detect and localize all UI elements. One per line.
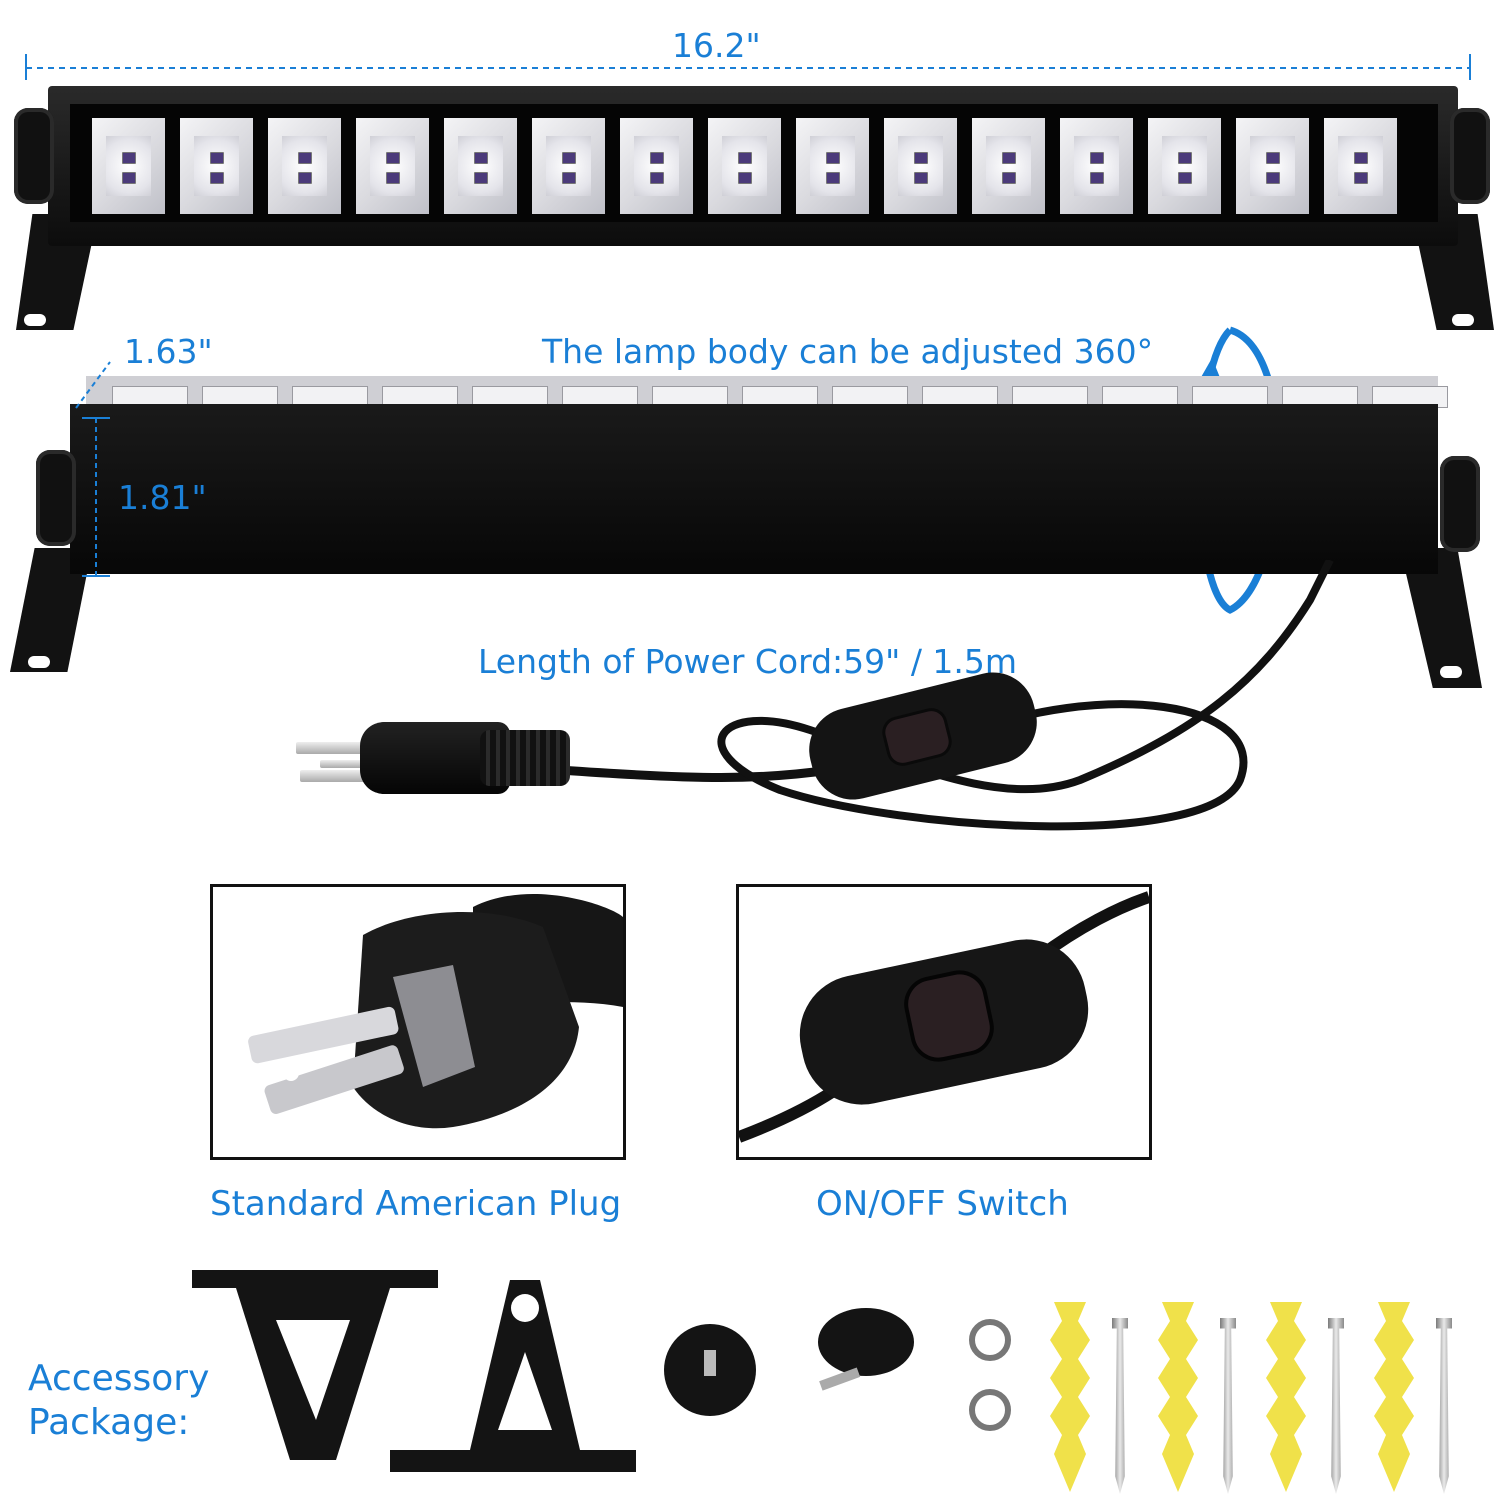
depth-height-dimension-lines bbox=[75, 361, 111, 577]
screw bbox=[1112, 1318, 1128, 1494]
power-cord bbox=[559, 560, 1334, 831]
led-module bbox=[1324, 118, 1397, 214]
led-chip bbox=[1266, 172, 1280, 184]
screw bbox=[1220, 1318, 1236, 1494]
plug-closeup-drawing bbox=[248, 894, 623, 1129]
led-chip bbox=[122, 172, 136, 184]
led-chip bbox=[650, 172, 664, 184]
wall-anchor bbox=[1266, 1302, 1306, 1492]
plug-prong-bottom bbox=[300, 770, 368, 782]
led-chip bbox=[562, 172, 576, 184]
led-chip bbox=[1354, 172, 1368, 184]
led-chip bbox=[826, 152, 840, 164]
bracket-piece-1 bbox=[192, 1270, 438, 1460]
cord-length-caption: Length of Power Cord:59" / 1.5m bbox=[478, 642, 1018, 681]
plug-caption: Standard American Plug bbox=[210, 1184, 622, 1224]
led-module bbox=[1060, 118, 1133, 214]
led-module bbox=[1236, 118, 1309, 214]
led-chip bbox=[1090, 172, 1104, 184]
led-module bbox=[884, 118, 957, 214]
plug-prong-top bbox=[296, 742, 368, 754]
anchor-screw-sets bbox=[1050, 1296, 1490, 1496]
led-chip bbox=[474, 152, 488, 164]
led-chip bbox=[386, 172, 400, 184]
right-bracket-lower-hole bbox=[1440, 666, 1462, 678]
led-module bbox=[1148, 118, 1221, 214]
length-label: 16.2" bbox=[672, 26, 761, 65]
wall-anchor bbox=[1158, 1302, 1198, 1492]
plug-closeup-box bbox=[210, 884, 626, 1160]
wall-anchor bbox=[1050, 1302, 1090, 1492]
led-module bbox=[444, 118, 517, 214]
led-module bbox=[620, 118, 693, 214]
led-chip bbox=[386, 152, 400, 164]
accessory-caption-line1: Accessory bbox=[28, 1358, 210, 1399]
knob-accessory-2 bbox=[818, 1308, 914, 1391]
led-chip bbox=[1178, 172, 1192, 184]
wall-anchor bbox=[1374, 1302, 1414, 1492]
led-chip bbox=[1178, 152, 1192, 164]
led-module bbox=[92, 118, 165, 214]
right-knob bbox=[1450, 108, 1490, 204]
bracket-piece-2 bbox=[390, 1280, 636, 1472]
left-knob-lower bbox=[36, 450, 76, 546]
switch-closeup-box bbox=[736, 884, 1152, 1160]
plug-prong-middle bbox=[320, 760, 368, 768]
led-chip bbox=[1002, 152, 1016, 164]
length-dimension-line bbox=[25, 54, 1471, 80]
led-chip bbox=[914, 152, 928, 164]
knob-accessory-1 bbox=[664, 1324, 756, 1416]
right-bracket-hole bbox=[1452, 314, 1474, 326]
accessory-brackets bbox=[192, 1270, 636, 1472]
screw bbox=[1436, 1318, 1452, 1494]
led-chip bbox=[738, 172, 752, 184]
led-chip bbox=[210, 172, 224, 184]
height-label: 1.81" bbox=[118, 478, 207, 517]
led-module bbox=[796, 118, 869, 214]
switch-closeup-drawing bbox=[739, 891, 1149, 1143]
led-row bbox=[92, 118, 1408, 214]
led-chip bbox=[826, 172, 840, 184]
light-bar-side bbox=[70, 404, 1438, 574]
rotation-caption: The lamp body can be adjusted 360° bbox=[542, 332, 1154, 371]
left-bracket-hole bbox=[24, 314, 46, 326]
led-chip bbox=[122, 152, 136, 164]
right-knob-lower bbox=[1440, 456, 1480, 552]
led-chip bbox=[210, 152, 224, 164]
led-module bbox=[268, 118, 341, 214]
led-chip bbox=[474, 172, 488, 184]
led-chip bbox=[1002, 172, 1016, 184]
led-module bbox=[972, 118, 1045, 214]
left-knob bbox=[14, 108, 54, 204]
knob-accessories bbox=[664, 1308, 914, 1416]
led-chip bbox=[1266, 152, 1280, 164]
led-module bbox=[356, 118, 429, 214]
plug-grip bbox=[480, 730, 570, 786]
depth-label: 1.63" bbox=[124, 332, 213, 371]
led-module bbox=[708, 118, 781, 214]
led-chip bbox=[914, 172, 928, 184]
led-chip bbox=[1354, 152, 1368, 164]
led-chip bbox=[298, 172, 312, 184]
screw bbox=[1328, 1318, 1344, 1494]
led-chip bbox=[738, 152, 752, 164]
led-chip bbox=[1090, 152, 1104, 164]
washer-accessories bbox=[969, 1319, 1011, 1431]
switch-caption: ON/OFF Switch bbox=[816, 1184, 1069, 1224]
led-module bbox=[180, 118, 253, 214]
led-chip bbox=[562, 152, 576, 164]
led-chip bbox=[298, 152, 312, 164]
led-chip bbox=[650, 152, 664, 164]
led-module bbox=[532, 118, 605, 214]
accessory-caption-line2: Package: bbox=[28, 1402, 190, 1443]
left-bracket-lower-hole bbox=[28, 656, 50, 668]
